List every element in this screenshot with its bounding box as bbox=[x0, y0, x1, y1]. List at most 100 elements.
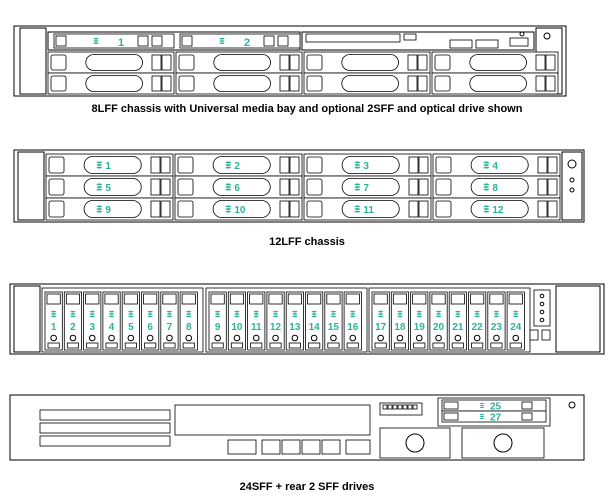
sff-drive-bay[interactable]: 14 bbox=[305, 291, 324, 351]
sff-drive-bay[interactable]: 17 bbox=[371, 291, 390, 351]
sff-drive-bay[interactable]: 6 bbox=[141, 291, 160, 351]
drive-handle-slot bbox=[545, 54, 556, 71]
lff-drive-bay[interactable]: 2 bbox=[174, 153, 303, 177]
sff-drive-bay[interactable]: 13 bbox=[285, 291, 304, 351]
uid-button-icon[interactable] bbox=[568, 401, 576, 409]
sff-drive-bay[interactable]: 10 bbox=[227, 291, 247, 351]
drive-status-led bbox=[473, 334, 481, 342]
drive-status-led bbox=[108, 334, 115, 342]
sff-drive-bay[interactable]: 15 bbox=[324, 291, 343, 351]
status-led bbox=[539, 293, 545, 299]
lff-drive-bay[interactable] bbox=[175, 51, 303, 74]
sff-drive-bay[interactable]: 5 bbox=[121, 291, 140, 351]
drive-latch-window bbox=[50, 75, 67, 92]
drive-latch-window bbox=[306, 54, 323, 71]
drive-led-icon bbox=[479, 402, 485, 409]
sff-drive-bay[interactable]: 9 bbox=[208, 291, 227, 351]
drive-status-led bbox=[349, 334, 357, 342]
sff-handle bbox=[521, 412, 533, 421]
sff-drive-bay[interactable]: 12 bbox=[266, 291, 285, 351]
sff-drive-bay[interactable]: 23 bbox=[487, 291, 506, 351]
lff-drive-bay[interactable] bbox=[175, 72, 303, 95]
lff-drive-bay[interactable] bbox=[47, 51, 175, 74]
drive-led-icon bbox=[354, 160, 361, 170]
sff-drive-bay[interactable]: 4 bbox=[102, 291, 121, 351]
psu-fan-icon bbox=[493, 433, 513, 453]
lff-drive-bay[interactable]: 9 bbox=[45, 197, 174, 221]
drive-handle-slot bbox=[151, 75, 162, 92]
drive-status-led bbox=[435, 334, 442, 342]
drive-status-led bbox=[50, 334, 57, 342]
drive-handle-slot bbox=[417, 75, 428, 92]
drive-led-icon bbox=[483, 204, 490, 214]
drive-led-icon bbox=[147, 310, 154, 318]
drive-latch-window bbox=[177, 200, 194, 218]
drive-handle-slot bbox=[161, 54, 172, 71]
sff-drive-bay[interactable]: 11 bbox=[247, 291, 266, 351]
drive-number: 3 bbox=[363, 161, 369, 172]
lff-drive-bay[interactable]: 12 bbox=[432, 197, 561, 221]
lff-drive-bay[interactable]: 6 bbox=[174, 175, 303, 199]
drive-number: 14 bbox=[309, 322, 321, 333]
sff-drive-latch bbox=[181, 293, 196, 305]
drive-handle-slot bbox=[160, 156, 171, 174]
drive-led-icon bbox=[479, 413, 485, 420]
sff-drive-bay[interactable]: 24 bbox=[506, 291, 525, 351]
lff-drive-bay[interactable] bbox=[303, 51, 431, 74]
network-port bbox=[227, 439, 257, 455]
sff-drive-bay[interactable]: 2 bbox=[63, 291, 83, 351]
lff-drive-bay[interactable]: 4 bbox=[432, 153, 561, 177]
lff-drive-bay[interactable] bbox=[431, 51, 559, 74]
drive-handle bbox=[374, 342, 387, 349]
sff-drive-bay[interactable]: 8 bbox=[179, 291, 198, 351]
drive-number: 10 bbox=[231, 322, 243, 333]
drive-led-icon bbox=[483, 182, 490, 192]
drive-number: 24 bbox=[510, 322, 522, 333]
lff-drive-bay[interactable]: 3 bbox=[303, 153, 432, 177]
drive-handle-slot bbox=[408, 156, 419, 174]
lff-drive-bay[interactable]: 8 bbox=[432, 175, 561, 199]
lff-drive-bay[interactable]: 11 bbox=[303, 197, 432, 221]
sff-drive-bay[interactable]: 7 bbox=[160, 291, 179, 351]
status-led bbox=[569, 177, 575, 183]
sff-drive-bay[interactable]: 21 bbox=[448, 291, 467, 351]
sff-drive-bay[interactable]: 1 bbox=[44, 291, 63, 351]
sff-drive-carrier bbox=[160, 291, 179, 351]
power-button-icon[interactable] bbox=[567, 159, 577, 169]
lff-drive-bay[interactable]: 1 bbox=[45, 153, 174, 177]
drive-status-led bbox=[252, 334, 260, 342]
lff-drive-bay[interactable]: 7 bbox=[303, 175, 432, 199]
sff-drive-bay[interactable]: 16 bbox=[343, 291, 362, 351]
sff-drive-carrier bbox=[227, 291, 247, 351]
sff-drive-bay[interactable]: 18 bbox=[390, 291, 409, 351]
lff-drive-bay[interactable]: 5 bbox=[45, 175, 174, 199]
drive-led-icon bbox=[96, 204, 103, 214]
drive-status-led bbox=[454, 334, 462, 342]
sff-drive-bay[interactable]: 20 bbox=[429, 291, 448, 351]
lff-drive-bay[interactable] bbox=[47, 72, 175, 95]
drive-handle-slot bbox=[150, 156, 161, 174]
lff-drive-bay[interactable] bbox=[303, 72, 431, 95]
sff-drive-bay[interactable]: 22 bbox=[468, 291, 487, 351]
drive-handle bbox=[144, 342, 157, 349]
drive-number: 12 bbox=[270, 322, 282, 333]
power-button-icon[interactable] bbox=[543, 32, 551, 40]
caption-rear: 24SFF + rear 2 SFF drives bbox=[239, 481, 375, 493]
lff-drive-bay[interactable] bbox=[431, 72, 559, 95]
drive-handle-slot bbox=[289, 156, 300, 174]
sff-drive-bay[interactable]: 19 bbox=[410, 291, 429, 351]
drive-handle-slot bbox=[289, 178, 300, 196]
sff-drive-bay[interactable]: 3 bbox=[83, 291, 102, 351]
drive-number: 1 bbox=[51, 322, 57, 333]
rear-sff-drive[interactable]: 27 bbox=[441, 410, 547, 424]
sff-drive-slot[interactable]: 2 bbox=[179, 33, 301, 49]
sff-drive-carrier bbox=[63, 291, 83, 351]
drive-handle bbox=[288, 342, 301, 349]
power-supply-1 bbox=[379, 427, 451, 459]
network-port bbox=[261, 439, 281, 455]
sff-drive-latch bbox=[307, 293, 322, 305]
sff-drive-slot[interactable]: 1 bbox=[53, 33, 175, 49]
drive-led-icon bbox=[493, 310, 500, 318]
lff-drive-bay[interactable]: 10 bbox=[174, 197, 303, 221]
